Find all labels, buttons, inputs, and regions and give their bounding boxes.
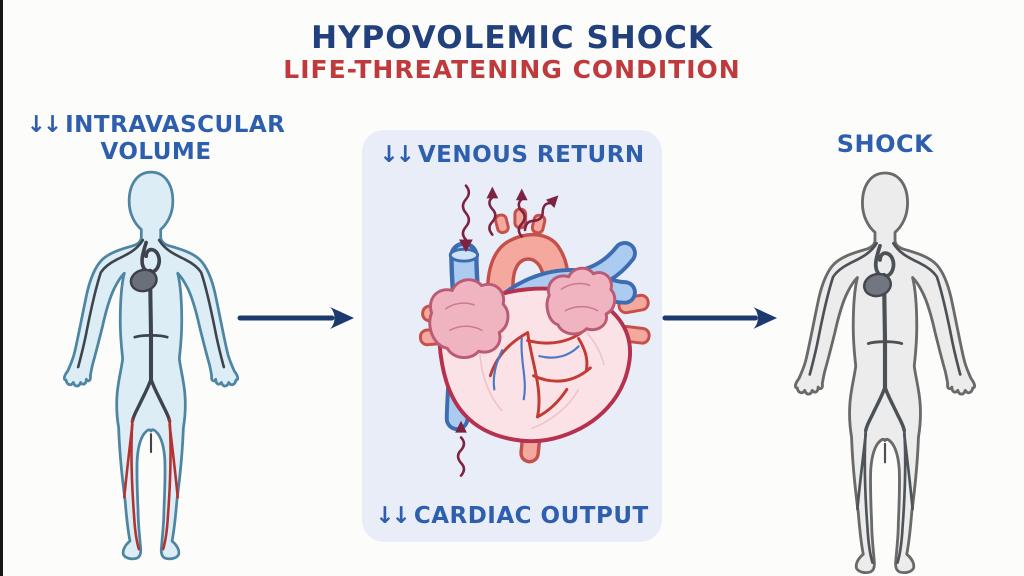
intravascular-volume-label: ↓↓INTRAVASCULAR VOLUME (18, 112, 294, 166)
page-subtitle: LIFE-THREATENING CONDITION (283, 55, 741, 84)
output-loss-squiggle-arrows-icon (486, 186, 559, 238)
venous-label-text: VENOUS RETURN (417, 142, 645, 168)
patient-figure-blue (62, 167, 240, 572)
heart-illustration (418, 184, 651, 477)
venous-return-label: ↓↓VENOUS RETURN (362, 142, 662, 168)
patient-figure-gray (793, 168, 977, 576)
shock-label: SHOCK (836, 130, 934, 158)
flow-arrow-right-icon (662, 307, 778, 329)
double-down-arrow-icon: ↓↓ (26, 112, 63, 138)
double-down-arrow-icon: ↓↓ (375, 503, 411, 529)
flow-arrow-left-icon (237, 307, 354, 329)
cardiac-output-squiggle-arrow-icon (455, 420, 467, 477)
volume-label-text: VOLUME (100, 139, 212, 165)
left-atrium (545, 266, 617, 336)
intravascular-label-text: INTRAVASCULAR (65, 112, 286, 138)
coronary-veins (492, 337, 580, 401)
cardiac-label-text: CARDIAC OUTPUT (413, 503, 649, 529)
page-title: HYPOVOLEMIC SHOCK (311, 20, 713, 56)
cardiac-output-label: ↓↓CARDIAC OUTPUT (362, 503, 662, 529)
left-edge-bar (0, 0, 3, 576)
venous-return-squiggle-arrow-icon (459, 184, 473, 253)
double-down-arrow-icon: ↓↓ (379, 142, 415, 168)
right-atrium (428, 278, 510, 359)
